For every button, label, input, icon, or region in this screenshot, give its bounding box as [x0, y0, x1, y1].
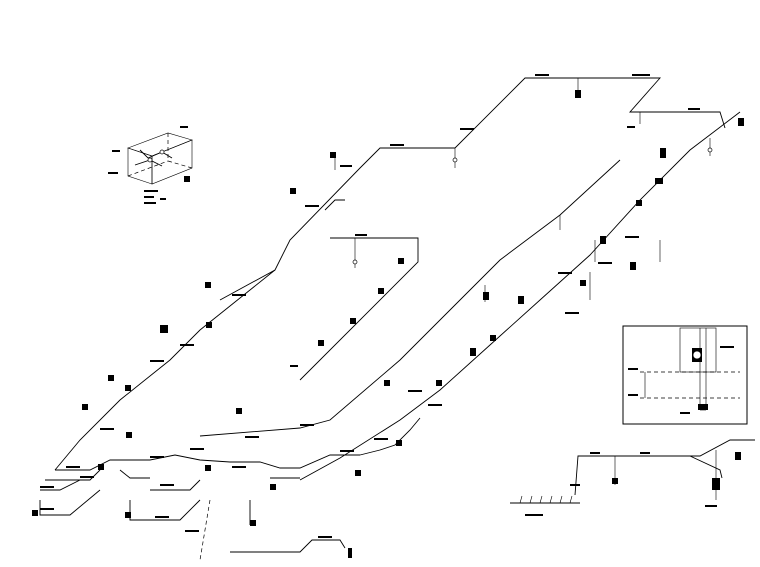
detail-frame: [622, 325, 748, 425]
pump-manifold: [510, 439, 755, 516]
pipe-network: [32, 74, 744, 561]
tank-detail: [108, 126, 193, 204]
